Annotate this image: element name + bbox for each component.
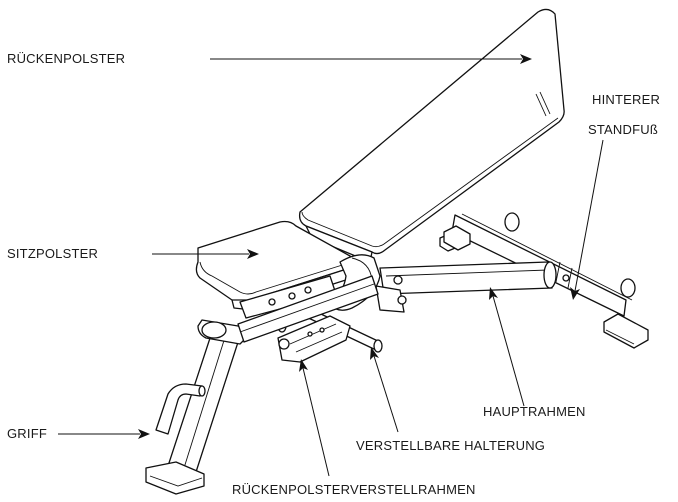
front-leg (145, 275, 379, 495)
label-back-pad: RÜCKENPOLSTER (7, 51, 125, 66)
label-main-frame: HAUPTRAHMEN (483, 404, 586, 419)
leaders (58, 54, 604, 477)
handle (155, 383, 206, 435)
label-adjustable-bracket: VERSTELLBARE HALTERUNG (356, 438, 545, 453)
main-frame (375, 261, 557, 313)
label-seat-pad: SITZPOLSTER (7, 246, 98, 261)
label-handle: GRIFF (7, 426, 47, 441)
back-pad (298, 8, 565, 263)
seat-pad (195, 220, 354, 319)
label-rear-foot-line1: HINTERER (592, 92, 660, 107)
label-rear-foot-line2: STANDFUß (588, 122, 658, 137)
label-back-adjust-frame: RÜCKENPOLSTERVERSTELLRAHMEN (232, 482, 476, 497)
